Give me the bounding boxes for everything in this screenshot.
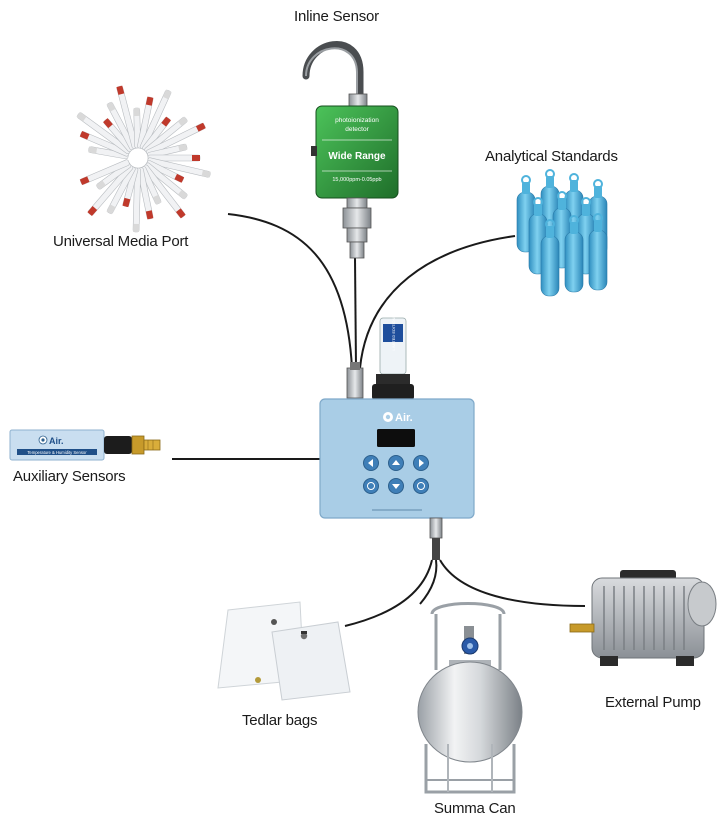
cables — [172, 213, 586, 627]
cable-media-port — [227, 213, 353, 369]
gas-cylinder — [564, 215, 584, 293]
inline-sensor-hook — [302, 41, 364, 102]
aux-sensor-caption: Temperature & Humidity Sensor — [27, 450, 87, 455]
cable-tedlar-bags — [344, 559, 433, 627]
inlet-port-left — [346, 367, 364, 399]
sorbent-tube — [79, 159, 130, 186]
label-external-pump: External Pump — [605, 694, 701, 711]
label-inline-sensor: Inline Sensor — [294, 8, 379, 25]
sorbent-tube — [88, 146, 129, 160]
sorbent-tube — [144, 162, 188, 200]
sorbent-tube — [122, 167, 139, 208]
sorbent-tube — [144, 116, 188, 154]
auxiliary-sensor-device: Air. Temperature & Humidity Sensor — [9, 429, 161, 461]
sorbent-tube — [146, 122, 206, 156]
label-tedlar-bags: Tedlar bags — [242, 712, 318, 729]
outlet-port — [429, 517, 443, 539]
sorbent-tube — [116, 85, 139, 149]
sorbent-tubes-image — [76, 85, 211, 233]
sorbent-tube — [147, 157, 211, 178]
enter-button[interactable] — [413, 478, 429, 494]
sorbent-tube — [137, 167, 154, 220]
sorbent-tube — [137, 96, 154, 149]
sorbent-tube — [87, 164, 134, 217]
main-unit-display — [377, 429, 415, 447]
sorbent-tube — [103, 118, 134, 152]
gas-cylinder — [588, 213, 608, 291]
external-pump-image — [569, 570, 717, 666]
label-summa-can: Summa Can — [434, 800, 516, 817]
cable-external-pump — [439, 559, 586, 607]
inline-sensor-line4: 15,000ppm-0.05ppb — [332, 177, 381, 183]
cable-inline-sensor — [354, 257, 357, 369]
sorbent-tube — [132, 167, 141, 233]
filter-cartridge-text: LIMITED EDITION — [391, 317, 396, 350]
sorbent-tube — [95, 161, 132, 190]
cable-analytical-standards — [359, 235, 516, 369]
external-pump-body — [591, 577, 705, 659]
label-auxiliary-sensors: Auxiliary Sensors — [13, 468, 126, 485]
menu-button[interactable] — [363, 478, 379, 494]
main-unit: LIMITED EDITION Air. — [319, 317, 475, 560]
tedlar-bags-image — [217, 601, 351, 701]
label-analytical-standards: Analytical Standards — [485, 148, 618, 165]
main-unit-buttons — [363, 455, 429, 494]
main-unit-logo: Air. — [395, 412, 413, 424]
sorbent-tube — [139, 166, 162, 205]
aux-sensor-logo: Air. — [49, 436, 64, 446]
gas-cylinder — [540, 219, 560, 297]
tedlar-bag-front — [271, 621, 351, 701]
sorbent-tube — [139, 89, 172, 150]
label-universal-media-port: Universal Media Port — [53, 233, 189, 250]
sorbent-tube — [142, 116, 171, 152]
sorbent-tube — [106, 101, 136, 151]
sorbent-tube — [76, 111, 132, 155]
inline-sensor-line1: photoionization — [335, 117, 379, 124]
cable-summa-can — [419, 559, 438, 605]
sorbent-tube — [146, 160, 185, 183]
sorbent-tube — [147, 154, 201, 162]
sorbent-tube — [79, 130, 130, 157]
sorbent-tube — [142, 164, 186, 219]
sorbent-tube — [106, 165, 136, 215]
inline-sensor-line3: Wide Range — [328, 151, 386, 162]
summa-can-body — [417, 661, 523, 763]
inline-sensor-device: photoionization detector Wide Range 15,0… — [302, 41, 399, 259]
inline-sensor-line2: detector — [345, 126, 369, 133]
gas-cylinders-image — [516, 169, 608, 297]
summa-can-image — [417, 602, 523, 794]
